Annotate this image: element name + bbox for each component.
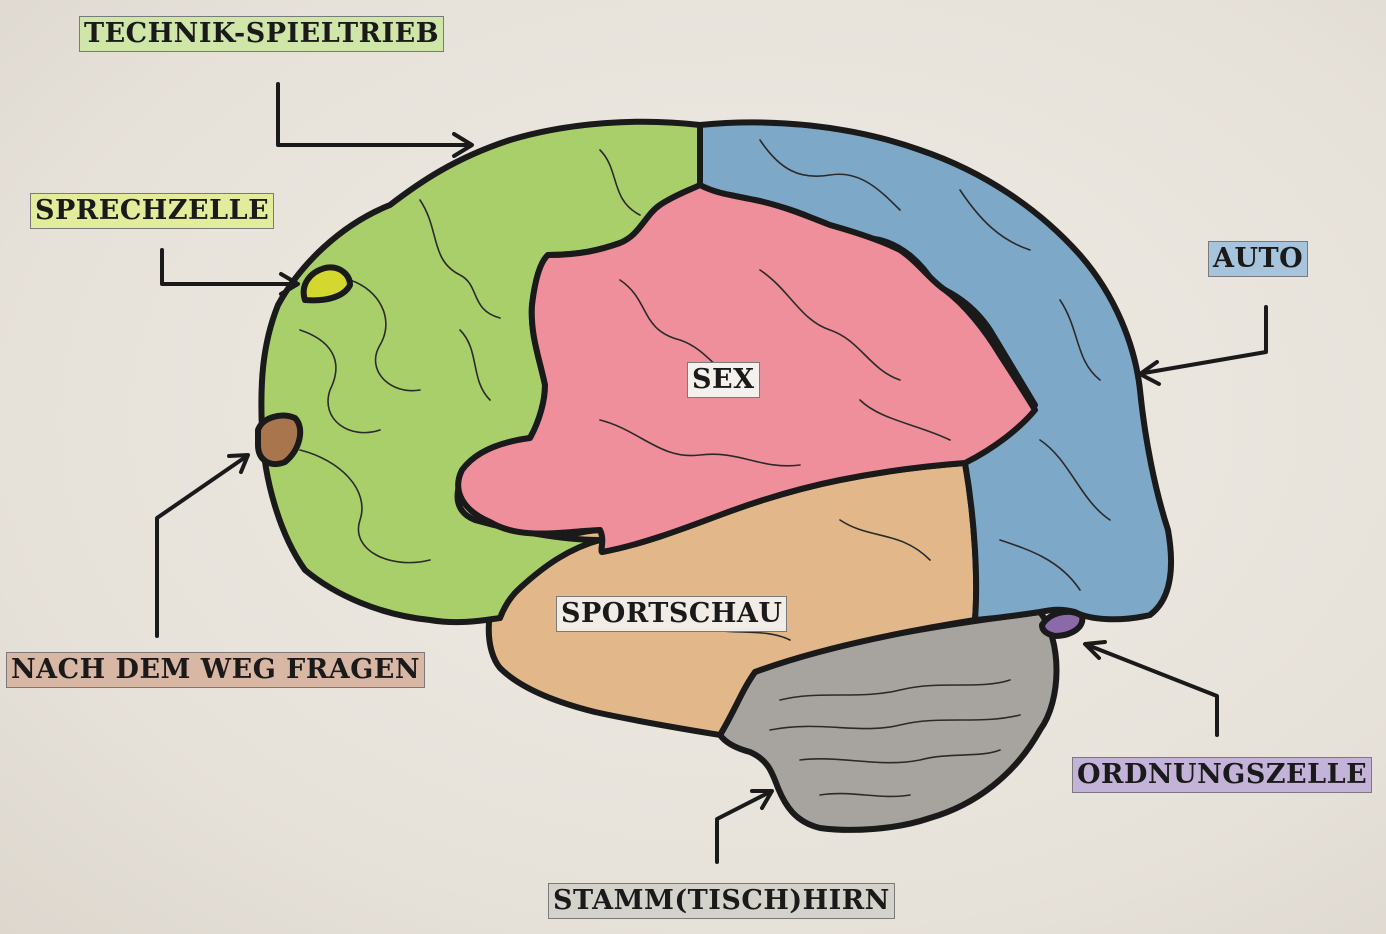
arrow-technik [276, 82, 470, 147]
label-auto: AUTO [1208, 241, 1309, 278]
arrow-nach-dem-weg [155, 456, 246, 638]
arrowhead-technik [452, 132, 474, 158]
label-technik-spieltrieb: TECHNIK-SPIELTRIEB [79, 16, 445, 53]
label-sprechzelle: SPRECHZELLE [30, 193, 275, 230]
label-sex: SEX [687, 362, 760, 399]
order-cell-spot [1039, 608, 1086, 639]
gyrus-line [819, 792, 911, 798]
gyrus-line [349, 279, 421, 392]
gyrus-line [779, 679, 1011, 701]
direction-cell-spot [255, 412, 304, 467]
arrow-sprechzelle [160, 248, 296, 286]
label-stammhirn: STAMM(TISCH)HIRN [548, 883, 895, 920]
label-sportschau: SPORTSCHAU [556, 596, 788, 633]
arrowhead-nach-dem-weg [227, 453, 250, 474]
arrow-ordnungszelle [1088, 644, 1219, 737]
gyrus-line [599, 419, 801, 467]
gyrus-line [1059, 299, 1101, 381]
label-ordnungszelle: ORDNUNGSZELLE [1072, 757, 1373, 794]
gyrus-line [759, 269, 901, 381]
gyrus-line [769, 714, 1021, 731]
label-nach-dem-weg-fragen: NACH DEM WEG FRAGEN [6, 652, 426, 689]
gyrus-line [859, 399, 951, 441]
arrow-stammhirn [715, 791, 770, 864]
arrowhead-stammhirn [750, 789, 774, 810]
gyrus-line [839, 519, 931, 561]
gyrus-line [999, 539, 1081, 591]
arrow-auto [1142, 305, 1268, 375]
speech-cell-spot [300, 264, 353, 304]
arrowhead-ordnungszelle [1083, 640, 1107, 660]
gyrus-line [959, 189, 1031, 251]
gyrus-line [299, 449, 431, 564]
gyrus-line [459, 329, 491, 401]
gyrus-line [1039, 439, 1111, 521]
gyrus-line [599, 149, 641, 216]
arrowhead-sprechzelle [279, 272, 300, 296]
arrowhead-auto [1138, 360, 1161, 386]
gyrus-line [419, 199, 501, 319]
gyrus-line [759, 139, 901, 211]
gyrus-line [799, 749, 1001, 764]
gyrus-line [299, 329, 381, 434]
